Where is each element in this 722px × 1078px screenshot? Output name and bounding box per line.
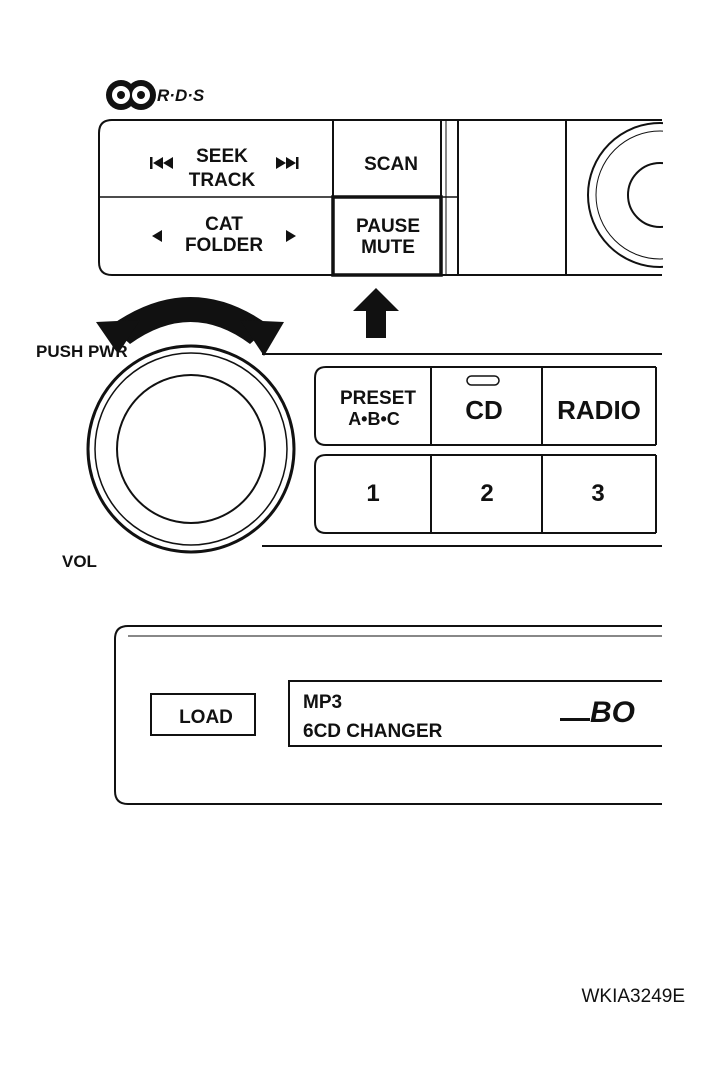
skip-back-icon — [150, 157, 173, 169]
rotate-arrow-icon — [96, 297, 284, 356]
button-row-top — [314, 366, 657, 446]
triangle-left-icon — [152, 230, 162, 242]
preset-3-button[interactable]: 3 — [591, 480, 604, 507]
preset-abc-label: A•B•C — [348, 409, 400, 429]
cd-label: CD — [465, 395, 503, 425]
folder-label: FOLDER — [185, 235, 263, 256]
push-pwr-label: PUSH PWR — [36, 342, 128, 361]
button-row-bottom — [314, 454, 657, 534]
display-window: MP3 6CD CHANGER BO — [288, 680, 662, 747]
lower-panel — [114, 625, 662, 805]
up-arrow-icon — [353, 288, 399, 338]
display-mp3: MP3 — [303, 692, 342, 713]
seek-track-button[interactable]: SEEK TRACK — [150, 146, 299, 191]
pause-mute-highlight — [331, 195, 443, 277]
preset-button[interactable]: PRESET A•B•C — [340, 388, 416, 429]
cd-button[interactable]: CD — [465, 375, 503, 425]
skip-forward-icon — [276, 157, 299, 169]
cd-indicator-led — [466, 375, 500, 386]
load-button[interactable]: LOAD — [150, 693, 256, 736]
preset-1-button[interactable]: 1 — [366, 480, 379, 507]
cat-label: CAT — [205, 214, 243, 235]
triangle-right-icon — [286, 230, 296, 242]
mute-label: MUTE — [361, 237, 415, 258]
middle-panel — [262, 353, 662, 547]
top-panel — [98, 110, 722, 285]
cat-folder-button[interactable]: CAT FOLDER — [152, 214, 296, 256]
scan-button[interactable]: SCAN — [364, 154, 418, 175]
volume-knob[interactable] — [86, 344, 296, 554]
vol-label: VOL — [62, 552, 97, 571]
seek-label: SEEK — [196, 146, 248, 167]
preset-2-button[interactable]: 2 — [480, 480, 493, 507]
rds-text: R·D·S — [157, 86, 205, 105]
radio-button[interactable]: RADIO — [557, 395, 641, 425]
pause-mute-button[interactable]: PAUSE MUTE — [356, 216, 420, 258]
rds-logo: R·D·S — [106, 80, 205, 110]
brand-logo: BO — [590, 696, 635, 729]
display-6cd-changer: 6CD CHANGER — [303, 721, 443, 742]
tune-knob[interactable] — [587, 110, 722, 285]
figure-id: WKIA3249E — [582, 986, 686, 1007]
track-label: TRACK — [189, 170, 256, 191]
preset-label: PRESET — [340, 388, 416, 409]
load-label: LOAD — [179, 707, 233, 728]
pause-label: PAUSE — [356, 216, 420, 237]
